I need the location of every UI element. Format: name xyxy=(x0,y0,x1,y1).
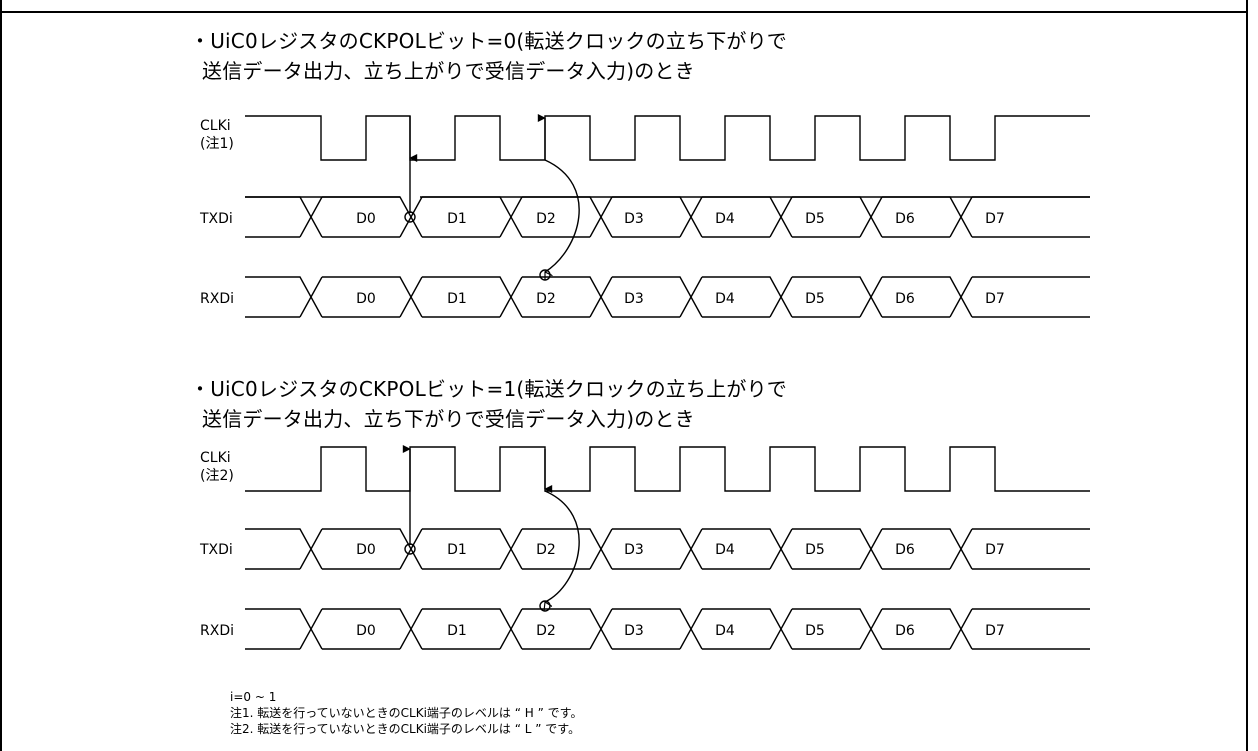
s1-txd-bit-5: D5 xyxy=(805,211,825,227)
s2-rxd-bit-5: D5 xyxy=(805,623,825,639)
s1-txd-bit-6: D6 xyxy=(895,211,915,227)
section2-rxd-label: RXDi xyxy=(200,623,234,639)
s2-rx-curve xyxy=(545,490,580,602)
section1-clk-note: (注1) xyxy=(200,136,234,152)
s2-txd-bit-2: D2 xyxy=(536,542,556,558)
s2-txd-bit-0: D0 xyxy=(356,542,376,558)
s1-clk-wave xyxy=(245,115,1090,161)
s1-txd-bit-4: D4 xyxy=(715,211,735,227)
s2-txd-bit-4: D4 xyxy=(715,542,735,558)
section2-heading-line1: ・UiC0レジスタのCKPOLビット=1(転送クロックの立ち上がりで xyxy=(190,377,787,401)
note-index: i=0 ~ 1 xyxy=(230,690,277,704)
s1-rx-sample-point xyxy=(539,269,551,281)
s2-rx-sample-point xyxy=(539,600,551,612)
s1-rxd-bus xyxy=(245,276,1090,318)
s2-rxd-bit-3: D3 xyxy=(624,623,644,639)
s1-rxd-bit-4: D4 xyxy=(715,291,735,307)
s1-rxd-bit-5: D5 xyxy=(805,291,825,307)
section1-heading-line2: 送信データ出力、立ち上がりで受信データ入力)のとき xyxy=(202,59,695,83)
s1-rxd-bit-7: D7 xyxy=(985,291,1005,307)
section2-txd-label: TXDi xyxy=(200,542,233,558)
s2-rxd-bit-6: D6 xyxy=(895,623,915,639)
note-1: 注1. 転送を行っていないときのCLKi端子のレベルは “ H ” です。 xyxy=(230,706,583,720)
section1-txd-label: TXDi xyxy=(200,211,233,227)
s1-rxd-bit-1: D1 xyxy=(447,291,467,307)
s1-rxd-bit-0: D0 xyxy=(356,291,376,307)
section1-clk-label: CLKi xyxy=(200,118,231,134)
section1-rxd-label: RXDi xyxy=(200,291,234,307)
s1-txd-bit-7: D7 xyxy=(985,211,1005,227)
section2-clk-note: (注2) xyxy=(200,468,234,484)
s2-txd-bit-6: D6 xyxy=(895,542,915,558)
s1-txd-bit-1: D1 xyxy=(447,211,467,227)
s2-txd-bit-3: D3 xyxy=(624,542,644,558)
s1-rx-curve xyxy=(545,159,580,272)
s2-rxd-bit-7: D7 xyxy=(985,623,1005,639)
s2-tx-sample-point xyxy=(404,543,416,555)
s2-rxd-bit-1: D1 xyxy=(447,623,467,639)
s1-txd-bit-3: D3 xyxy=(624,211,644,227)
s2-rxd-bus xyxy=(245,608,1090,650)
s1-txd-bus xyxy=(245,196,1090,238)
s1-rxd-bit-6: D6 xyxy=(895,291,915,307)
s1-txd-bit-2: D2 xyxy=(536,211,556,227)
section2-clk-label: CLKi xyxy=(200,450,231,466)
s2-rxd-bit-4: D4 xyxy=(715,623,735,639)
s2-txd-bit-1: D1 xyxy=(447,542,467,558)
s2-rxd-bit-0: D0 xyxy=(356,623,376,639)
s2-rxd-bit-2: D2 xyxy=(536,623,556,639)
s2-clk-wave xyxy=(245,446,1090,492)
note-2: 注2. 転送を行っていないときのCLKi端子のレベルは “ L ” です。 xyxy=(230,722,581,736)
s2-txd-bus xyxy=(245,528,1090,570)
section1-heading-line1: ・UiC0レジスタのCKPOLビット=0(転送クロックの立ち下がりで xyxy=(190,29,787,53)
s1-rxd-bit-2: D2 xyxy=(536,291,556,307)
section2-heading-line2: 送信データ出力、立ち下がりで受信データ入力)のとき xyxy=(202,407,695,431)
s2-txd-bit-7: D7 xyxy=(985,542,1005,558)
s1-tx-sample-point xyxy=(404,211,416,223)
s1-rxd-bit-3: D3 xyxy=(624,291,644,307)
s2-txd-bit-5: D5 xyxy=(805,542,825,558)
s1-txd-bit-0: D0 xyxy=(356,211,376,227)
